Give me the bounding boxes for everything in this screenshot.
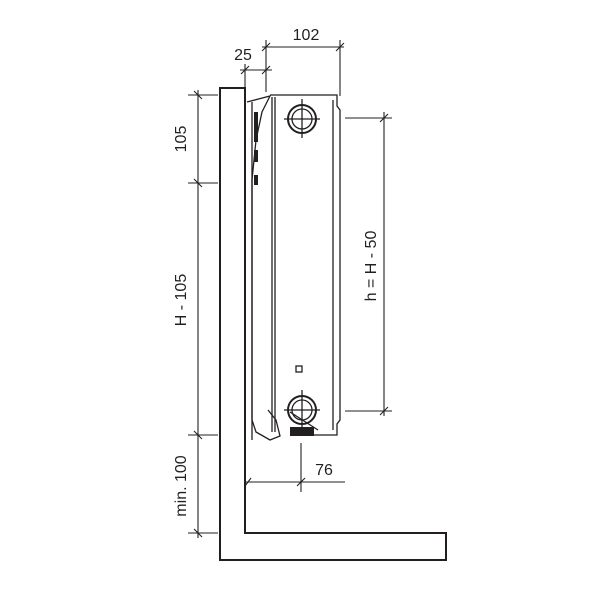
radiator-body: [270, 94, 341, 436]
dimension-left-chain: 105 H - 105 min. 100: [173, 90, 218, 538]
dimension-wall-gap: 25: [234, 47, 272, 88]
top-offset-label: 105: [173, 126, 190, 153]
dimension-connection-spacing: h = H - 50: [345, 112, 392, 416]
depth-label: 102: [293, 27, 320, 44]
floor-clearance-label: min. 100: [173, 455, 190, 516]
wall-bracket: [246, 95, 281, 441]
dimension-pipe-offset: 76: [244, 443, 345, 492]
middle-height-label: H - 105: [173, 274, 190, 327]
wall-gap-label: 25: [234, 47, 252, 64]
bottom-pipe-connection: [284, 390, 320, 428]
connection-spacing-label: h = H - 50: [363, 231, 380, 302]
dimension-depth: 102: [261, 27, 345, 96]
vent-square: [295, 365, 303, 373]
pipe-offset-label: 76: [315, 462, 333, 479]
top-pipe-connection: [284, 99, 320, 138]
